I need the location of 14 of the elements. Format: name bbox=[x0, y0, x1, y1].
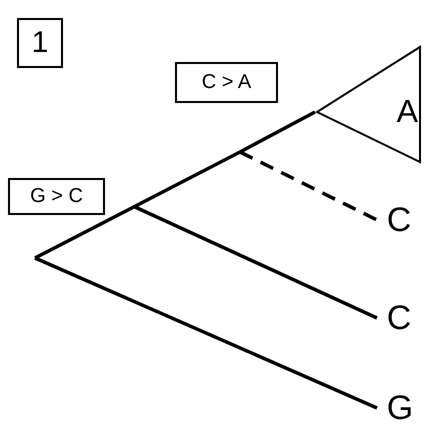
label-box bbox=[175, 62, 278, 103]
label-box bbox=[17, 18, 63, 68]
branch-line bbox=[34, 256, 378, 410]
mutation-label: 1 bbox=[32, 26, 48, 60]
taxon-label: A bbox=[396, 93, 418, 130]
branch-line bbox=[134, 205, 378, 320]
taxon-label: C bbox=[386, 200, 412, 240]
taxon-label: C bbox=[386, 298, 412, 338]
mutation-label: G > C bbox=[30, 185, 83, 208]
branch-line bbox=[239, 110, 316, 154]
taxon-label: G bbox=[386, 388, 414, 428]
mutation-label: C > A bbox=[202, 71, 252, 94]
dashed-branch-line bbox=[239, 150, 378, 222]
label-box bbox=[8, 178, 105, 215]
